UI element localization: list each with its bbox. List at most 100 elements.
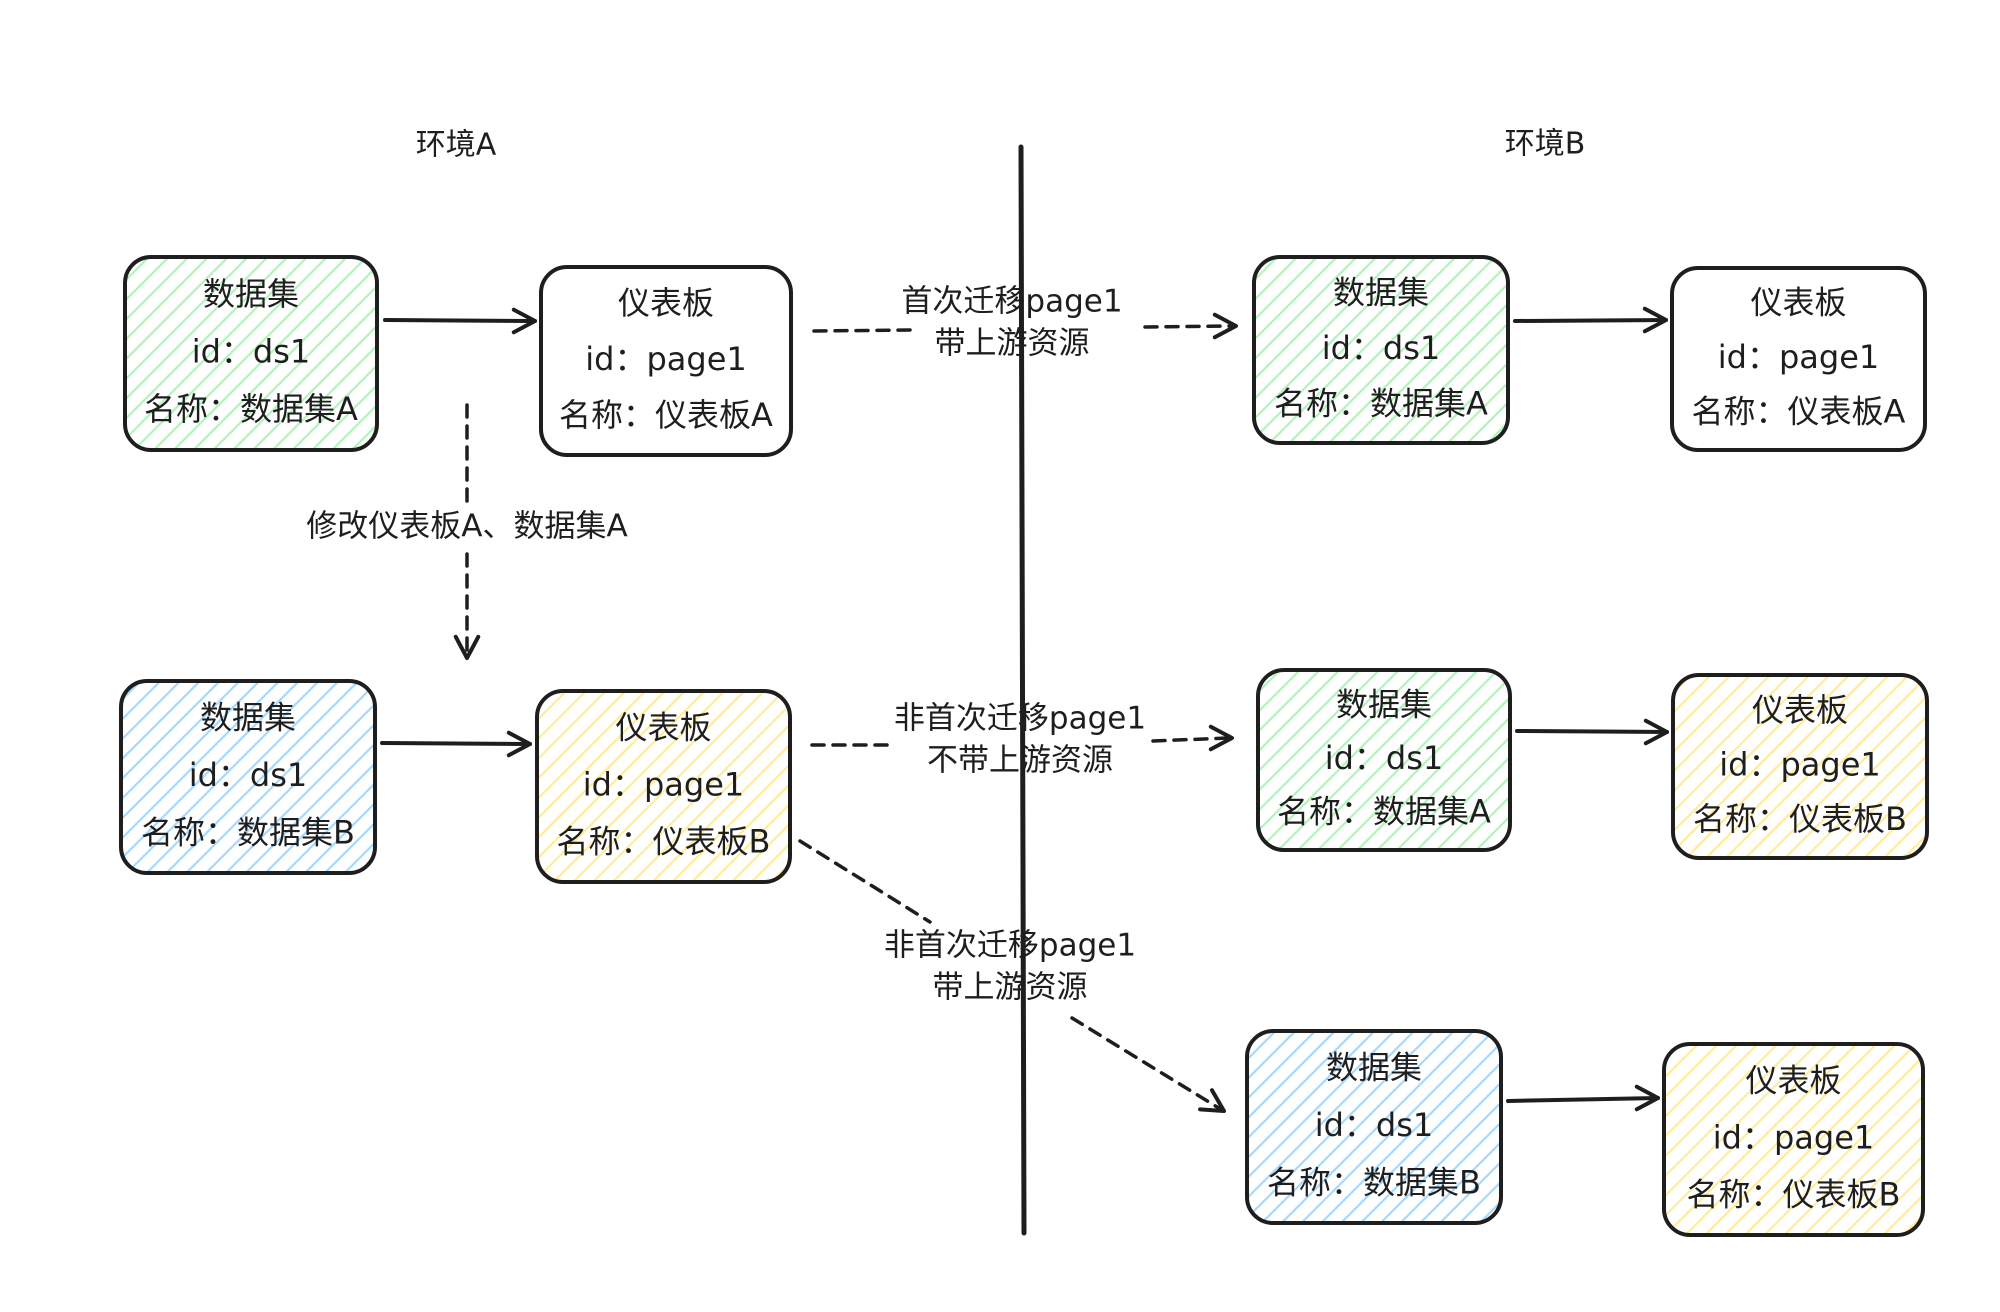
arrowhead-icon: [511, 307, 537, 335]
edge-e3[interactable]: [1513, 306, 1668, 334]
node-name-label: 名称：仪表板B: [557, 823, 771, 861]
edge-line-dashed: [1151, 736, 1230, 743]
node-type-label: 数据集: [1326, 1049, 1422, 1087]
node-type-label: 仪表板: [1752, 691, 1848, 729]
edge-label-e8: 非首次迁移page1 不带上游资源: [894, 701, 1146, 779]
node-b3-page[interactable]: 仪表板 id：page1 名称：仪表板B: [1662, 1042, 1925, 1237]
node-fill: [121, 681, 375, 873]
node-id-label: id：page1: [585, 340, 747, 378]
edge-e1[interactable]: [383, 307, 537, 335]
node-type-label: 仪表板: [618, 284, 714, 322]
node-border: [1256, 668, 1512, 852]
edge-label-line: 非首次迁移page1: [884, 928, 1136, 964]
edge-e2[interactable]: [380, 730, 532, 758]
node-name-label: 名称：数据集B: [141, 813, 355, 851]
node-id-label: id：page1: [583, 766, 745, 804]
edge-label-e6: 首次迁移page1 带上游资源: [901, 284, 1122, 362]
node-border: [1252, 255, 1510, 445]
edge-line-dashed: [1070, 1016, 1224, 1112]
arrowhead-icon: [1212, 312, 1238, 340]
edge-e8[interactable]: [810, 724, 1234, 752]
node-border: [1671, 673, 1929, 860]
node-name-label: 名称：仪表板A: [559, 396, 773, 434]
edge-label-line: 带上游资源: [933, 970, 1088, 1006]
edge-label-e9: 非首次迁移page1 带上游资源: [884, 928, 1136, 1006]
node-border: [1662, 1042, 1925, 1237]
edge-e6[interactable]: [812, 312, 1238, 340]
edge-label-line: 首次迁移page1: [901, 284, 1122, 320]
node-fill: [1247, 1031, 1501, 1223]
env-title-b: 环境B: [1505, 127, 1586, 162]
arrowhead-icon: [1643, 718, 1669, 746]
node-fill: [1254, 257, 1508, 443]
node-border: [123, 255, 379, 452]
node-a-ds[interactable]: 数据集 id：ds1 名称：数据集A: [123, 255, 379, 452]
node-name-label: 名称：数据集B: [1267, 1163, 1481, 1201]
edge-e5[interactable]: [1506, 1084, 1660, 1112]
edge-line-dashed: [798, 839, 932, 924]
nodes-layer: 数据集 id：ds1 名称：数据集A 仪表板 id：page1 名称：仪表板A 数据集 id：…: [119, 255, 1929, 1237]
node-b2-page[interactable]: 仪表板 id：page1 名称：仪表板B: [1671, 673, 1929, 860]
edge-line-dashed: [812, 328, 914, 333]
node-name-label: 名称：数据集A: [1277, 793, 1491, 831]
edge-line: [1506, 1096, 1660, 1103]
node-name-label: 名称：数据集A: [1274, 385, 1488, 423]
edge-line: [383, 318, 537, 323]
edge-e7[interactable]: [453, 403, 481, 660]
env-title-a: 环境A: [416, 128, 497, 163]
node-type-label: 仪表板: [1750, 284, 1846, 322]
node-border: [1670, 266, 1927, 452]
edge-label-line: 非首次迁移page1: [894, 701, 1146, 737]
arrowhead-icon: [506, 730, 532, 758]
node-fill: [1664, 1044, 1923, 1235]
node-id-label: id：page1: [1713, 1119, 1875, 1157]
node-id-label: id：ds1: [189, 756, 308, 794]
node-type-label: 数据集: [203, 275, 299, 313]
node-id-label: id：ds1: [1325, 739, 1444, 777]
node-a2-page[interactable]: 仪表板 id：page1 名称：仪表板B: [535, 689, 792, 884]
node-border: [1245, 1029, 1503, 1225]
node-border: [119, 679, 377, 875]
arrowhead-icon: [1198, 1088, 1226, 1113]
node-b1-ds[interactable]: 数据集 id：ds1 名称：数据集A: [1252, 255, 1510, 445]
node-border: [539, 265, 793, 457]
node-fill: [1673, 675, 1927, 858]
arrowhead-icon: [1208, 724, 1234, 752]
node-fill: [1258, 670, 1510, 850]
node-type-label: 数据集: [200, 699, 296, 737]
edge-e4[interactable]: [1515, 718, 1669, 746]
edge-labels-layer: 首次迁移page1带上游资源修改仪表板A、数据集A非首次迁移page1不带上游资…: [306, 284, 1146, 1006]
node-b2-ds[interactable]: 数据集 id：ds1 名称：数据集A: [1256, 668, 1512, 852]
edge-label-line: 带上游资源: [935, 326, 1090, 362]
node-fill: [125, 257, 377, 450]
edge-line: [380, 741, 532, 746]
environment-divider: [1018, 144, 1027, 1236]
node-type-label: 仪表板: [1745, 1061, 1841, 1099]
edge-e9[interactable]: [798, 839, 1226, 1113]
node-name-label: 名称：仪表板B: [1687, 1176, 1901, 1214]
node-id-label: id：ds1: [192, 333, 311, 371]
node-a-page[interactable]: 仪表板 id：page1 名称：仪表板A: [539, 265, 793, 457]
node-id-label: id：page1: [1718, 338, 1880, 376]
edge-label-line: 不带上游资源: [927, 743, 1113, 779]
node-border: [535, 689, 792, 884]
edge-line: [1515, 729, 1669, 734]
node-a2-ds[interactable]: 数据集 id：ds1 名称：数据集B: [119, 679, 377, 875]
node-id-label: id：ds1: [1322, 329, 1441, 367]
node-name-label: 名称：数据集A: [144, 390, 358, 428]
arrowhead-icon: [1634, 1084, 1660, 1112]
node-id-label: id：page1: [1719, 746, 1881, 784]
node-b1-page[interactable]: 仪表板 id：page1 名称：仪表板A: [1670, 266, 1927, 452]
node-type-label: 仪表板: [615, 708, 711, 746]
arrowhead-icon: [1642, 306, 1668, 334]
node-type-label: 数据集: [1333, 273, 1429, 311]
node-b3-ds[interactable]: 数据集 id：ds1 名称：数据集B: [1245, 1029, 1503, 1225]
node-name-label: 名称：仪表板B: [1693, 800, 1907, 838]
edge-label-e7: 修改仪表板A、数据集A: [306, 509, 627, 545]
node-fill: [537, 691, 790, 882]
edges-layer: [380, 306, 1669, 1113]
node-name-label: 名称：仪表板A: [1692, 392, 1906, 430]
node-id-label: id：ds1: [1315, 1106, 1434, 1144]
node-type-label: 数据集: [1336, 685, 1432, 723]
